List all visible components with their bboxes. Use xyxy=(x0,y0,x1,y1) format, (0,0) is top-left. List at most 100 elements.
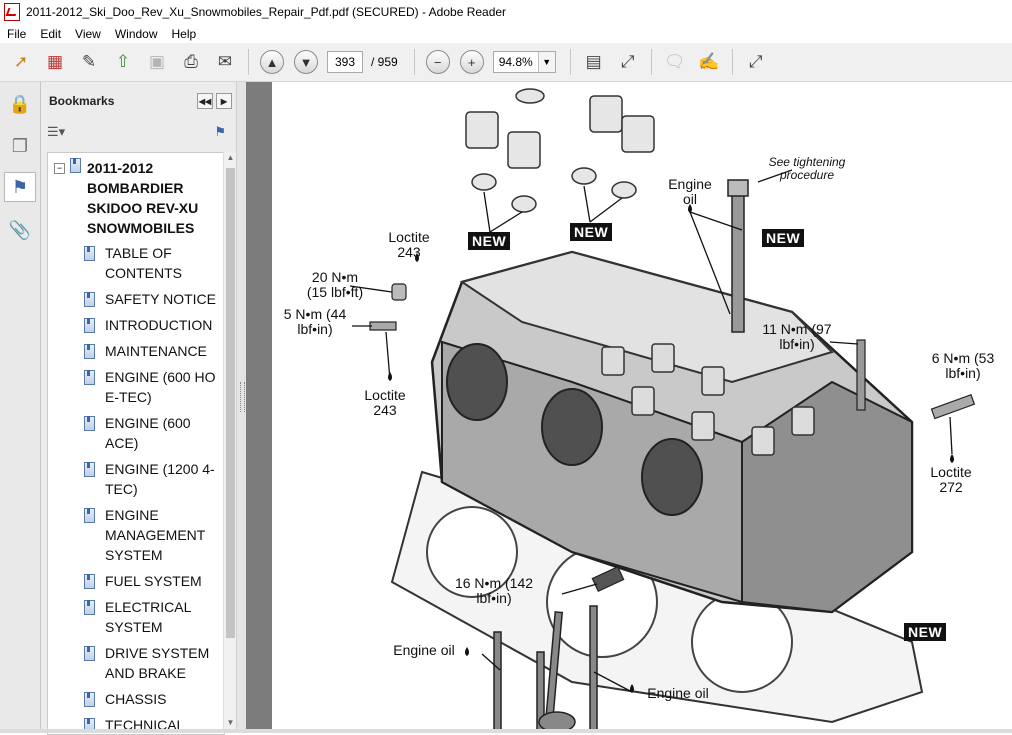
open-icon[interactable]: ➚ xyxy=(13,52,29,71)
zoom-in-icon[interactable]: + xyxy=(459,50,484,74)
bookmark-item[interactable]: ENGINE (600 HO E-TEC) xyxy=(84,367,220,407)
fit-page-icon[interactable]: ▤ xyxy=(585,52,602,71)
toolbar-separator xyxy=(248,49,249,75)
bookmark-item[interactable]: MAINTENANCE xyxy=(84,341,220,361)
tightening-note: See tightening procedure xyxy=(768,155,846,182)
menu-window[interactable]: Window xyxy=(114,26,158,41)
panel-header: Bookmarks ◀◀ ▶ xyxy=(41,82,236,120)
bookmark-icon xyxy=(84,600,95,615)
scroll-up-icon[interactable]: ▲ xyxy=(226,153,235,162)
create-pdf-icon[interactable]: ▦ xyxy=(46,52,64,71)
scroll-thumb[interactable] xyxy=(226,168,235,638)
navigation-pane-bar: 🔒 ❐ ⚑ 📎 xyxy=(0,82,41,733)
bookmark-label: ENGINE (1200 4-TEC) xyxy=(105,461,215,497)
panel-title: Bookmarks xyxy=(49,94,115,108)
bookmark-root-label: 2011-2012 BOMBARDIER SKIDOO REV-XU SNOWM… xyxy=(87,160,199,236)
scroll-down-icon[interactable]: ▼ xyxy=(226,718,235,727)
bookmark-label: ENGINE MANAGEMENT SYSTEM xyxy=(105,507,206,563)
save-icon[interactable]: ▣ xyxy=(148,52,166,71)
bookmark-scrollbar[interactable]: ▲ ▼ xyxy=(223,152,237,733)
bookmark-icon xyxy=(70,158,81,173)
comment-icon[interactable]: 🗨 xyxy=(663,52,686,71)
torque-11-callout: 11 N•m (97 lbf•in) xyxy=(762,321,832,352)
loctite-272-callout: Loctite 272 xyxy=(930,464,972,495)
engine-oil-callout-bottom: Engine oil xyxy=(647,685,709,701)
bookmark-label: TABLE OF CONTENTS xyxy=(105,245,182,281)
status-strip xyxy=(0,729,1012,733)
bookmark-root[interactable]: − 2011-2012 BOMBARDIER SKIDOO REV-XU SNO… xyxy=(54,158,205,238)
pages-icon[interactable]: ❐ xyxy=(11,135,29,156)
upload-icon[interactable]: ⇧ xyxy=(115,52,131,71)
previous-page-icon[interactable]: ▲ xyxy=(260,50,284,74)
bookmark-label: SAFETY NOTICE xyxy=(105,291,216,307)
bookmark-item[interactable]: INTRODUCTION xyxy=(84,315,220,335)
bookmark-icon xyxy=(84,646,95,661)
new-tag: NEW xyxy=(904,623,947,641)
attachments-icon[interactable]: 📎 xyxy=(8,219,32,240)
bookmark-item[interactable]: DRIVE SYSTEM AND BRAKE xyxy=(84,643,220,683)
torque-16-callout: 16 N•m (142 lbf•in) xyxy=(454,575,534,606)
bookmark-label: ENGINE (600 ACE) xyxy=(105,415,191,451)
fit-width-icon[interactable]: ⤢ xyxy=(620,52,635,71)
menu-edit[interactable]: Edit xyxy=(40,26,62,41)
bookmark-item[interactable]: ELECTRICAL SYSTEM xyxy=(84,597,220,637)
bookmark-tree: − 2011-2012 BOMBARDIER SKIDOO REV-XU SNO… xyxy=(47,152,225,735)
bookmark-icon xyxy=(84,246,95,261)
bookmark-item[interactable]: FUEL SYSTEM xyxy=(84,571,220,591)
title-bar: 2011-2012_Ski_Doo_Rev_Xu_Snowmobiles_Rep… xyxy=(0,0,1012,24)
lock-icon[interactable]: 🔒 xyxy=(8,93,32,114)
adobe-reader-icon xyxy=(4,3,20,21)
next-page-icon[interactable]: ▼ xyxy=(294,50,318,74)
bookmark-label: CHASSIS xyxy=(105,691,167,707)
bookmark-item[interactable]: SAFETY NOTICE xyxy=(84,289,220,309)
bookmark-icon xyxy=(84,574,95,589)
find-bookmark-icon[interactable]: ⚑ xyxy=(214,124,226,139)
bookmark-item[interactable]: CHASSIS xyxy=(84,689,220,709)
document-area[interactable]: NEW NEW NEW NEW See tightening procedure… xyxy=(246,82,1012,733)
sign-icon[interactable]: ✍ xyxy=(698,52,720,71)
menu-help[interactable]: Help xyxy=(171,26,197,41)
page-number-input[interactable]: 393 xyxy=(327,51,363,73)
panel-tools: ☰▾ ⚑ xyxy=(41,120,236,144)
email-icon[interactable]: ✉ xyxy=(217,52,233,71)
engine-oil-callout-top: Engine oil xyxy=(668,176,712,207)
loctite-243-callout-top: Loctite 243 xyxy=(388,229,430,260)
torque-6-callout: 6 N•m (53 lbf•in) xyxy=(931,350,995,381)
bookmark-item[interactable]: ENGINE MANAGEMENT SYSTEM xyxy=(84,505,220,565)
options-menu-icon[interactable]: ☰▾ xyxy=(47,124,66,139)
zoom-out-icon[interactable]: − xyxy=(425,50,450,74)
bookmark-icon xyxy=(84,318,95,333)
splitter-grip[interactable] xyxy=(240,382,245,412)
panel-splitter[interactable] xyxy=(236,82,246,733)
toolbar-separator xyxy=(731,49,733,75)
toolbar-separator xyxy=(569,49,571,75)
edit-icon[interactable]: ✎ xyxy=(81,52,97,71)
bookmark-label: INTRODUCTION xyxy=(105,317,213,333)
bookmark-item[interactable]: ENGINE (600 ACE) xyxy=(84,413,220,453)
window-title: 2011-2012_Ski_Doo_Rev_Xu_Snowmobiles_Rep… xyxy=(26,5,507,19)
collapse-panel-icon[interactable]: ◀◀ xyxy=(197,93,213,109)
chevron-down-icon[interactable]: ▼ xyxy=(537,52,555,72)
bookmarks-panel: Bookmarks ◀◀ ▶ ☰▾ ⚑ − 2011-2012 BOMBARDI… xyxy=(41,82,237,735)
bookmark-icon xyxy=(84,508,95,523)
new-tag: NEW xyxy=(468,232,511,250)
menu-file[interactable]: File xyxy=(7,26,27,41)
bookmark-label: FUEL SYSTEM xyxy=(105,573,202,589)
zoom-select[interactable]: 94.8% ▼ xyxy=(492,51,556,73)
torque-5-callout: 5 N•m (44 lbf•in) xyxy=(283,306,347,337)
expand-icon[interactable]: ⤢ xyxy=(748,52,763,71)
panel-arrow-icon[interactable]: ▶ xyxy=(216,93,232,109)
engine-head-diagram xyxy=(349,88,976,733)
print-icon[interactable]: ⎙ xyxy=(184,52,198,71)
new-tag: NEW xyxy=(762,229,805,247)
bookmark-icon xyxy=(84,344,95,359)
collapse-icon[interactable]: − xyxy=(54,163,65,174)
bookmark-item[interactable]: TABLE OF CONTENTS xyxy=(84,243,220,283)
bookmarks-icon[interactable]: ⚑ xyxy=(4,172,36,202)
toolbar-separator xyxy=(413,49,415,75)
menu-view[interactable]: View xyxy=(75,26,101,41)
engine-oil-callout-left: Engine oil xyxy=(393,642,455,658)
bookmark-label: ELECTRICAL SYSTEM xyxy=(105,599,191,635)
bookmark-item[interactable]: ENGINE (1200 4-TEC) xyxy=(84,459,220,499)
bookmark-label: ENGINE (600 HO E-TEC) xyxy=(105,369,216,405)
